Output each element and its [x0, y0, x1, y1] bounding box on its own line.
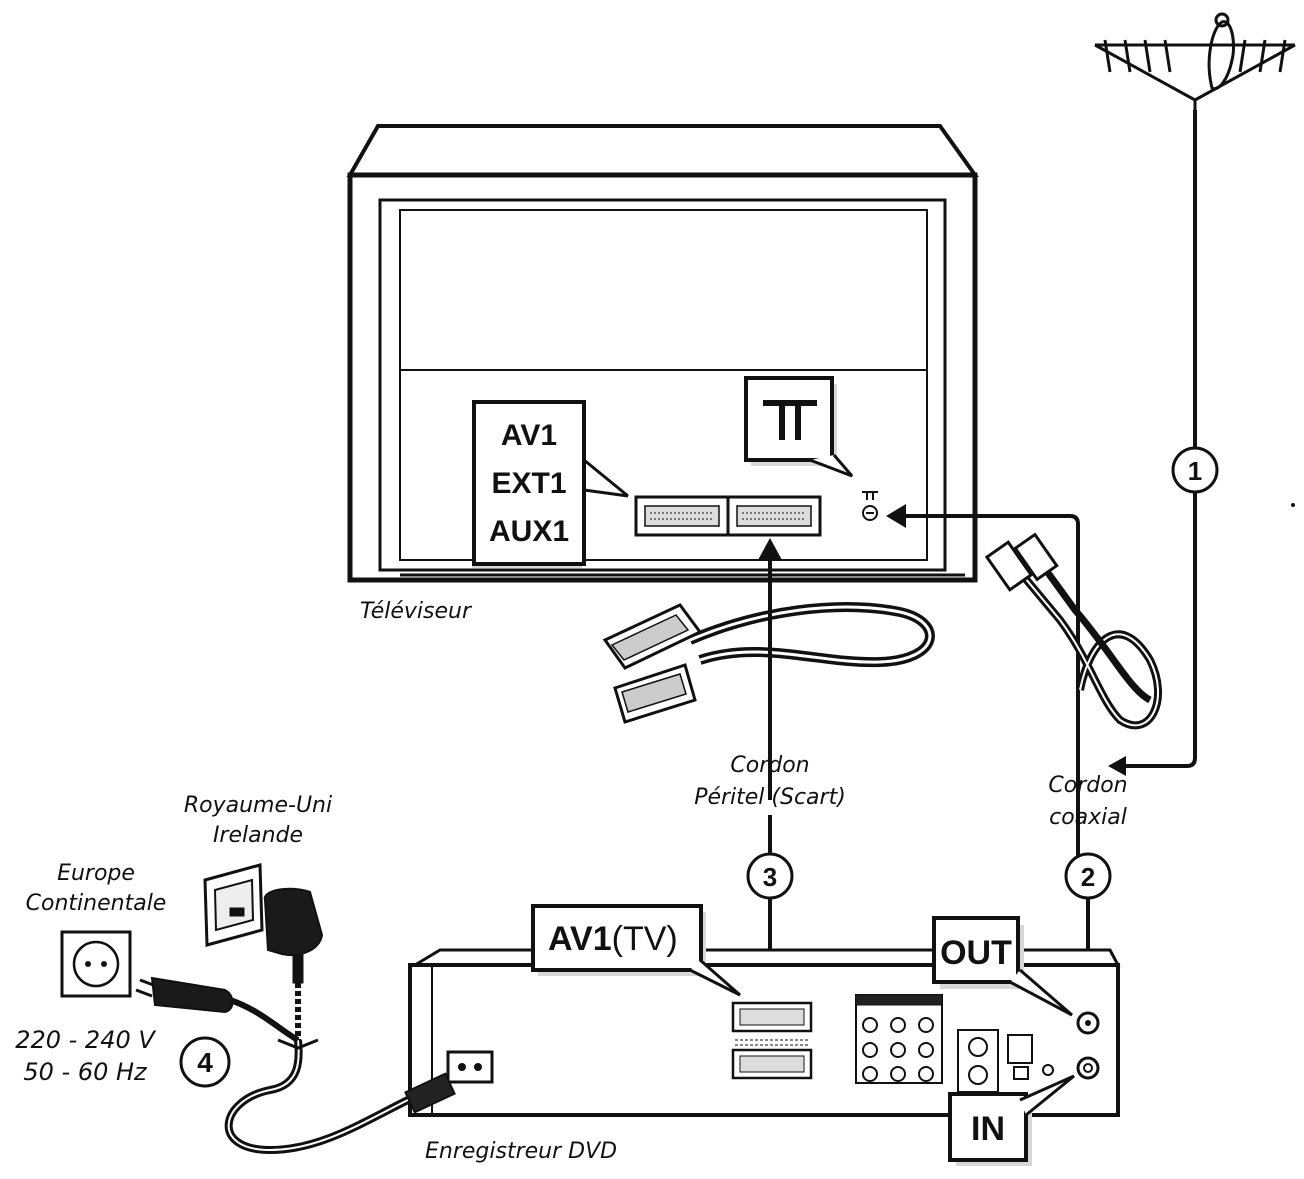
coax-cable-icon: [984, 532, 1162, 730]
tv-scart-socket-2[interactable]: [726, 495, 822, 537]
eu-label-line1: Europe: [57, 861, 135, 886]
tv-antenna-callout: [744, 376, 854, 478]
arrow-to-tv-antenna: [886, 504, 906, 528]
eu-plug-icon: [135, 976, 300, 1043]
uk-label-line1: Royaume-Uni: [184, 793, 332, 818]
antenna-icon: [1094, 12, 1296, 110]
recorder-power-plug-icon: [404, 1072, 456, 1114]
step-1-number: 1: [1188, 456, 1202, 486]
step-4-number: 4: [197, 1047, 213, 1078]
step-3-badge: 3: [746, 852, 794, 900]
recorder-in-label: IN: [971, 1110, 1005, 1148]
recorder-label: Enregistreur DVD: [425, 1139, 617, 1164]
arrow-to-tv-scart: [758, 538, 782, 560]
tv-scart-label-av1: AV1: [501, 419, 557, 452]
svg-text:AV1(TV): AV1(TV): [548, 920, 678, 958]
eu-wall-socket-icon: [60, 930, 132, 998]
recorder-out-label: OUT: [940, 934, 1012, 972]
scart-cable-label-line1: Cordon: [730, 753, 809, 778]
uk-wall-socket-icon: [203, 863, 264, 947]
voltage-label: 220 - 240 V: [15, 1026, 156, 1054]
recorder-antenna-out-jack[interactable]: [1076, 1011, 1100, 1035]
coax-cable-label-line1: Cordon: [1048, 773, 1127, 798]
tv-scart-callout: AV1 EXT1 AUX1: [472, 400, 629, 568]
tv-antenna-socket[interactable]: [862, 491, 878, 521]
arrow-to-recorder-in: [1108, 756, 1126, 776]
coax-line-to-tv: [900, 514, 1080, 880]
recorder-av1-callout: AV1(TV): [531, 904, 741, 997]
recorder-in-callout: IN: [948, 1074, 1075, 1166]
tv-scart-label-aux1: AUX1: [489, 515, 569, 548]
recorder-scart-socket-av1[interactable]: [731, 1001, 813, 1033]
tv-scart-label-ext1: EXT1: [491, 467, 566, 500]
antenna-symbol-icon: [763, 400, 817, 440]
antenna-cable: [1118, 110, 1197, 768]
step-4-badge: 4: [179, 1036, 231, 1088]
step-3-number: 3: [763, 862, 777, 892]
uk-label-line2: Irelande: [213, 823, 303, 848]
stray-mark: [1291, 503, 1295, 507]
step-2-badge: 2: [1064, 852, 1112, 900]
recorder-scart-socket-av2[interactable]: [731, 1048, 813, 1080]
tv-scart-socket-1[interactable]: [634, 495, 730, 537]
recorder-antenna-in-jack[interactable]: [1076, 1056, 1100, 1080]
scart-cable-label-line2: Péritel (Scart): [694, 785, 846, 810]
step-1-badge: 1: [1171, 446, 1219, 494]
coax-cable-label-line2: coaxial: [1049, 805, 1127, 830]
recorder-av1-label-normal: (TV): [612, 920, 678, 958]
frequency-label: 50 - 60 Hz: [23, 1058, 148, 1086]
eu-label-line2: Continentale: [26, 891, 167, 916]
recorder-out-callout: OUT: [932, 916, 1073, 1017]
recorder-av1-label-bold: AV1: [548, 920, 612, 958]
uk-plug-icon: [263, 887, 324, 1040]
scart-cable-icon: [602, 602, 935, 724]
step-2-number: 2: [1081, 862, 1095, 892]
recorder-power-inlet[interactable]: [446, 1050, 494, 1084]
tv-label: Téléviseur: [360, 599, 473, 624]
recorder-av-jacks: [855, 994, 1054, 1093]
